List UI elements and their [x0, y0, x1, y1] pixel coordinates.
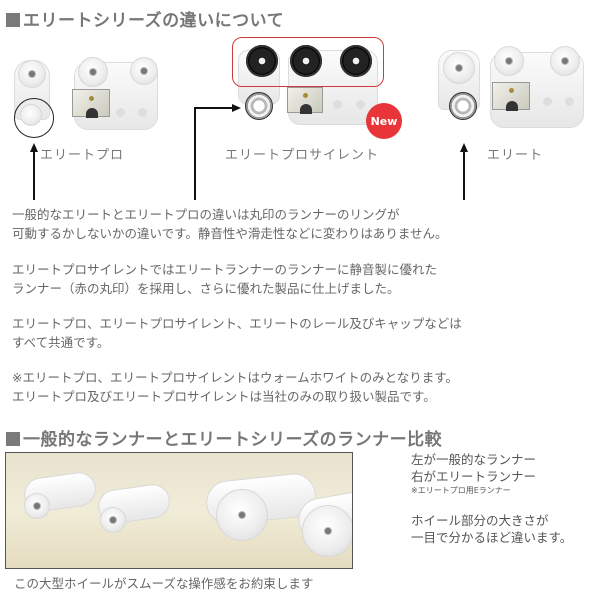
section-heading-runner-comparison: 一般的なランナーとエリートシリーズのランナー比較	[6, 425, 442, 450]
silent-wheel-icon	[246, 45, 278, 77]
side-text-right-elite: 右がエリートランナー	[411, 469, 537, 484]
paragraph-ring-difference: 一般的なエリートとエリートプロの違いは丸印のランナーのリングが 可動するかしない…	[12, 207, 448, 241]
product-label-elite-pro: エリートプロ	[40, 148, 125, 163]
section-heading-elite-differences: エリートシリーズの違いについて	[6, 6, 284, 31]
metal-ring-runner	[449, 92, 477, 120]
red-highlight-box	[232, 37, 384, 87]
paragraph-note-exclusive: ※エリートプロ、エリートプロサイレントはウォームホワイトのみとなります。 エリー…	[12, 370, 458, 404]
side-text-wheel-size: ホイール部分の大きさが	[411, 513, 549, 528]
side-note-e-runner: ※エリートプロ用Eランナー	[411, 486, 511, 495]
new-badge: New	[366, 103, 402, 139]
circle-highlight-ring	[14, 98, 54, 138]
runner-comparison-photo	[5, 452, 353, 569]
photo-caption: この大型ホイールがスムーズな操作感をお約束します	[14, 576, 314, 591]
silent-wheel-icon	[340, 45, 372, 77]
paragraph-common-parts: エリートプロ、エリートプロサイレント、エリートのレール及びキャップなどは すべて…	[12, 316, 462, 350]
silent-wheel-icon	[290, 45, 322, 77]
side-text-difference: 一目で分かるほど違います。	[411, 530, 573, 545]
product-label-elite-pro-silent: エリートプロサイレント	[225, 148, 380, 163]
square-bullet-icon	[6, 13, 20, 27]
square-bullet-icon	[6, 432, 20, 446]
side-text-left-standard: 左が一般的なランナー	[411, 452, 537, 467]
paragraph-silent-runner: エリートプロサイレントではエリートランナーのランナーに静音製に優れた ランナー（…	[12, 262, 438, 296]
metal-ring-runner	[245, 92, 273, 120]
product-label-elite: エリート	[487, 148, 544, 163]
